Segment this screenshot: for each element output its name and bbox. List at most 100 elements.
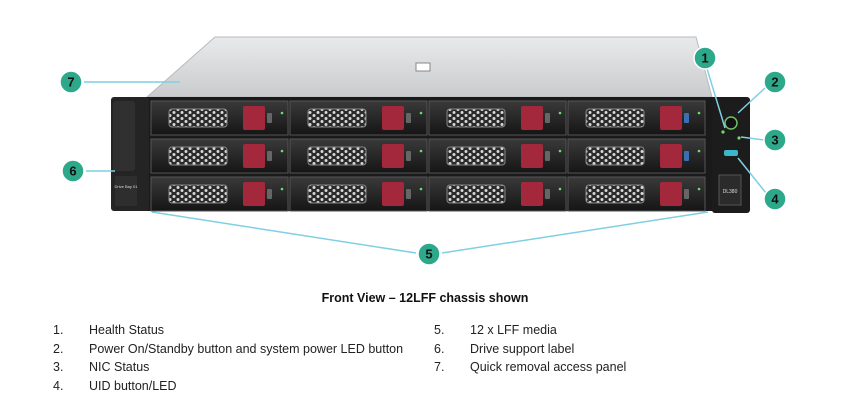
drive-activity-led-icon [267,151,272,161]
legend-text: Health Status [89,323,165,337]
drive-release-latch-icon [660,144,682,168]
legend-number: 4. [53,378,64,393]
lff-drive-tray [150,100,289,136]
drive-bay-grid [150,100,706,212]
legend-number: 7. [434,360,445,374]
left-ear-handle [113,101,135,171]
drive-release-latch-icon [382,182,404,206]
drive-vent-grille [446,146,506,166]
drive-vent-grille [307,184,367,204]
drive-vent-grille [446,108,506,128]
leader-line-5b [441,211,709,254]
drive-activity-led-icon [545,113,550,123]
callout-circle [61,159,85,183]
callout-4: 4 [763,187,787,211]
legend-text: Quick removal access panel [470,360,627,374]
callout-7: 7 [59,70,83,94]
lff-drive-tray [289,176,428,212]
drive-release-latch-icon [521,106,543,130]
legend-text: UID button/LED [89,378,177,393]
callout-leader-lines [84,61,767,254]
drive-activity-led-icon [267,189,272,199]
lff-drive-tray [289,100,428,136]
power-button-icon[interactable] [724,116,738,130]
model-tag [718,174,742,206]
uid-button-icon[interactable] [724,150,738,156]
drive-status-led-icon [558,111,562,115]
callout-circle [763,128,787,152]
lff-drive-tray [150,176,289,212]
drive-status-led-icon [280,111,284,115]
callout-number: 6 [69,164,76,179]
drive-support-label: Drive Bay 01 [115,184,139,189]
drive-release-latch-icon [243,144,265,168]
callout-number: 2 [771,75,778,90]
drive-vent-grille [307,146,367,166]
callout-number: 1 [701,51,708,66]
drive-vent-grille [307,108,367,128]
model-badge: DL380 [723,189,738,195]
drive-status-led-icon [697,111,701,115]
nic-status-led-icon [737,136,741,140]
lff-drive-tray [428,100,567,136]
callout-circle [417,242,441,266]
lff-drive-tray [150,138,289,174]
drive-status-led-icon [558,187,562,191]
lff-drive-tray [289,138,428,174]
legend-text: Power On/Standby button and system power… [89,341,404,356]
health-status-led-icon [721,130,725,134]
lff-drive-tray [428,176,567,212]
drive-activity-led-icon [406,113,411,123]
callout-3: 3 [763,128,787,152]
drive-status-led-icon [697,149,701,153]
drive-status-led-icon [697,187,701,191]
callout-circle [763,70,787,94]
drive-vent-grille [585,184,645,204]
callout-1: 1 [693,46,717,70]
drive-status-led-icon [280,187,284,191]
drive-vent-grille [168,108,228,128]
figure-caption: Front View – 12LFF chassis shown [321,291,529,305]
legend-text: 12 x LFF media [470,323,557,337]
legend-text: Drive support label [470,341,575,356]
drive-activity-led-icon [406,151,411,161]
legend-number: 6. [434,341,445,356]
leader-line-5a [151,211,417,254]
callout-6: 6 [61,159,85,183]
drive-release-latch-icon [382,144,404,168]
drive-release-latch-icon [521,144,543,168]
callout-markers: 1 2 3 4 5 6 7 [59,46,787,266]
drive-release-latch-icon [382,106,404,130]
callout-circle [59,70,83,94]
drive-activity-led-icon [545,189,550,199]
callout-2: 2 [763,70,787,94]
drive-vent-grille [168,184,228,204]
leader-line-3 [740,136,765,141]
lff-drive-tray [567,138,706,174]
drive-status-led-icon [419,111,423,115]
callout-number: 3 [771,133,778,148]
legend-number: 5. [434,323,445,337]
drive-status-led-icon [280,149,284,153]
lff-drive-tray [567,100,706,136]
callout-number: 7 [67,75,74,90]
drive-activity-led-icon [684,113,689,123]
callout-number: 4 [771,192,779,207]
drive-release-latch-icon [660,106,682,130]
drive-release-latch-icon [521,182,543,206]
callout-5: 5 [417,242,441,266]
legend-text: NIC Status [89,360,150,374]
drive-activity-led-icon [545,151,550,161]
panel-badge [415,62,431,72]
callout-circle [693,46,717,70]
lff-drive-tray [567,176,706,212]
lff-drive-tray [428,138,567,174]
drive-release-latch-icon [660,182,682,206]
drive-release-latch-icon [243,106,265,130]
legend-number: 2. [53,341,64,356]
callout-circle [763,187,787,211]
drive-vent-grille [585,146,645,166]
drive-vent-grille [446,184,506,204]
drive-vent-grille [168,146,228,166]
drive-activity-led-icon [406,189,411,199]
